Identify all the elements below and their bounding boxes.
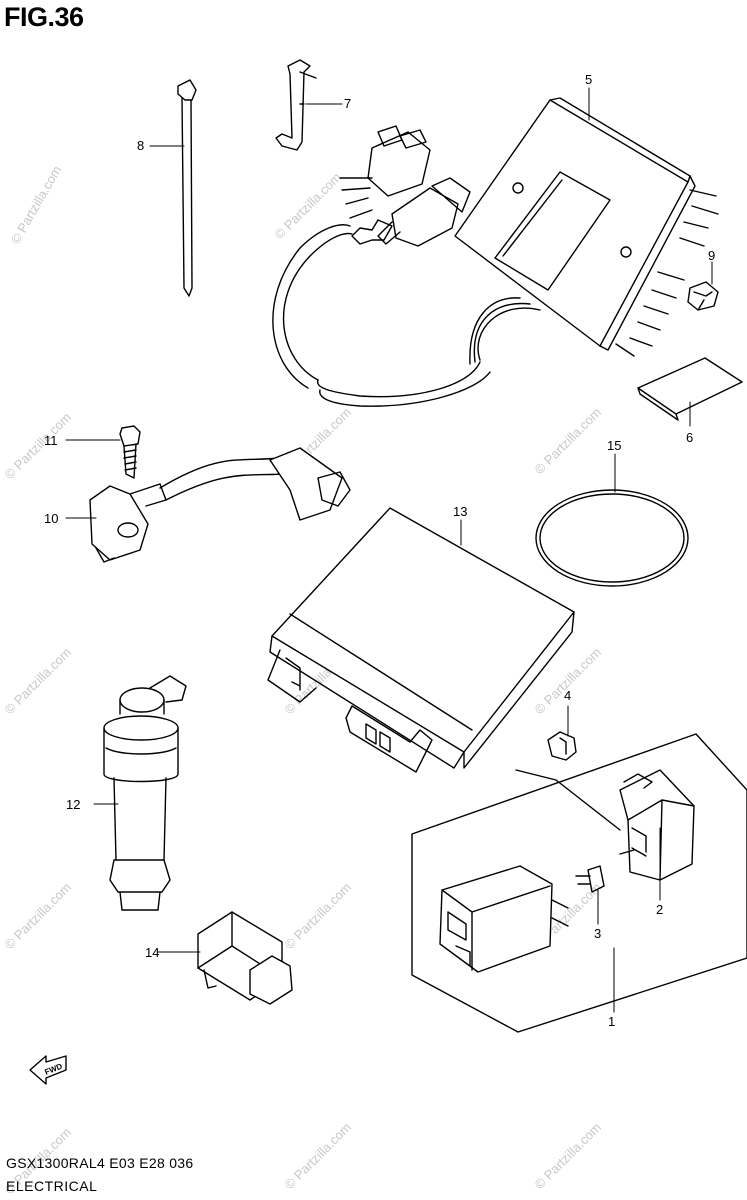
- part-1-group-outline: [411, 733, 747, 1033]
- part-13-ecu: [267, 507, 575, 773]
- callout-1[interactable]: 1: [608, 1014, 615, 1029]
- callout-4[interactable]: 4: [564, 688, 571, 703]
- part-1-relay: [439, 865, 569, 973]
- watermark: © Partzilla.com: [2, 880, 75, 953]
- fwd-arrow-icon: [29, 1055, 67, 1085]
- part-4-bolt: [547, 731, 577, 761]
- callout-10[interactable]: 10: [44, 511, 58, 526]
- callout-7[interactable]: 7: [344, 96, 351, 111]
- figure-title: FIG.36: [4, 2, 84, 32]
- callout-12[interactable]: 12: [66, 797, 80, 812]
- watermark: © Partzilla.com: [272, 170, 345, 243]
- callouts: 1 2 3 4 5 6 7 8 9 10 11 12 13 14 15: [44, 72, 715, 1029]
- watermark: © Partzilla.com: [282, 880, 355, 953]
- section-name: ELECTRICAL: [6, 1178, 98, 1194]
- callout-14[interactable]: 14: [145, 945, 159, 960]
- part-11-bolt: [119, 425, 141, 479]
- callout-8[interactable]: 8: [137, 138, 144, 153]
- callout-6[interactable]: 6: [686, 430, 693, 445]
- part-15-ring: [535, 489, 689, 587]
- part-5-regulator-rectifier: [272, 97, 719, 407]
- part-2-cover: [619, 769, 695, 881]
- callout-15[interactable]: 15: [607, 438, 621, 453]
- callout-3[interactable]: 3: [594, 926, 601, 941]
- part-12-ignition-coil: [103, 675, 187, 911]
- watermark: © Partzilla.com: [532, 405, 605, 478]
- callout-5[interactable]: 5: [585, 72, 592, 87]
- callout-9[interactable]: 9: [708, 248, 715, 263]
- callout-11[interactable]: 11: [44, 433, 58, 448]
- part-9-screw: [687, 281, 719, 311]
- watermark: © Partzilla.com: [282, 1120, 355, 1193]
- watermark: © Partzilla.com: [532, 1120, 605, 1193]
- watermark: © Partzilla.com: [2, 410, 75, 483]
- part-3-fuse: [575, 865, 605, 893]
- callout-13[interactable]: 13: [453, 504, 467, 519]
- part-14-connector: [197, 911, 293, 1005]
- callout-2[interactable]: 2: [656, 902, 663, 917]
- part-8-cable-tie: [177, 79, 197, 297]
- part-6-pad: [637, 357, 743, 421]
- part-10-sensor: [89, 447, 351, 563]
- leader-lines: [65, 87, 713, 1013]
- part-7-clamp: [275, 59, 317, 151]
- model-code: GSX1300RAL4 E03 E28 036: [6, 1155, 194, 1171]
- watermark: © Partzilla.com: [8, 163, 65, 246]
- watermark: © Partzilla.com: [2, 645, 75, 718]
